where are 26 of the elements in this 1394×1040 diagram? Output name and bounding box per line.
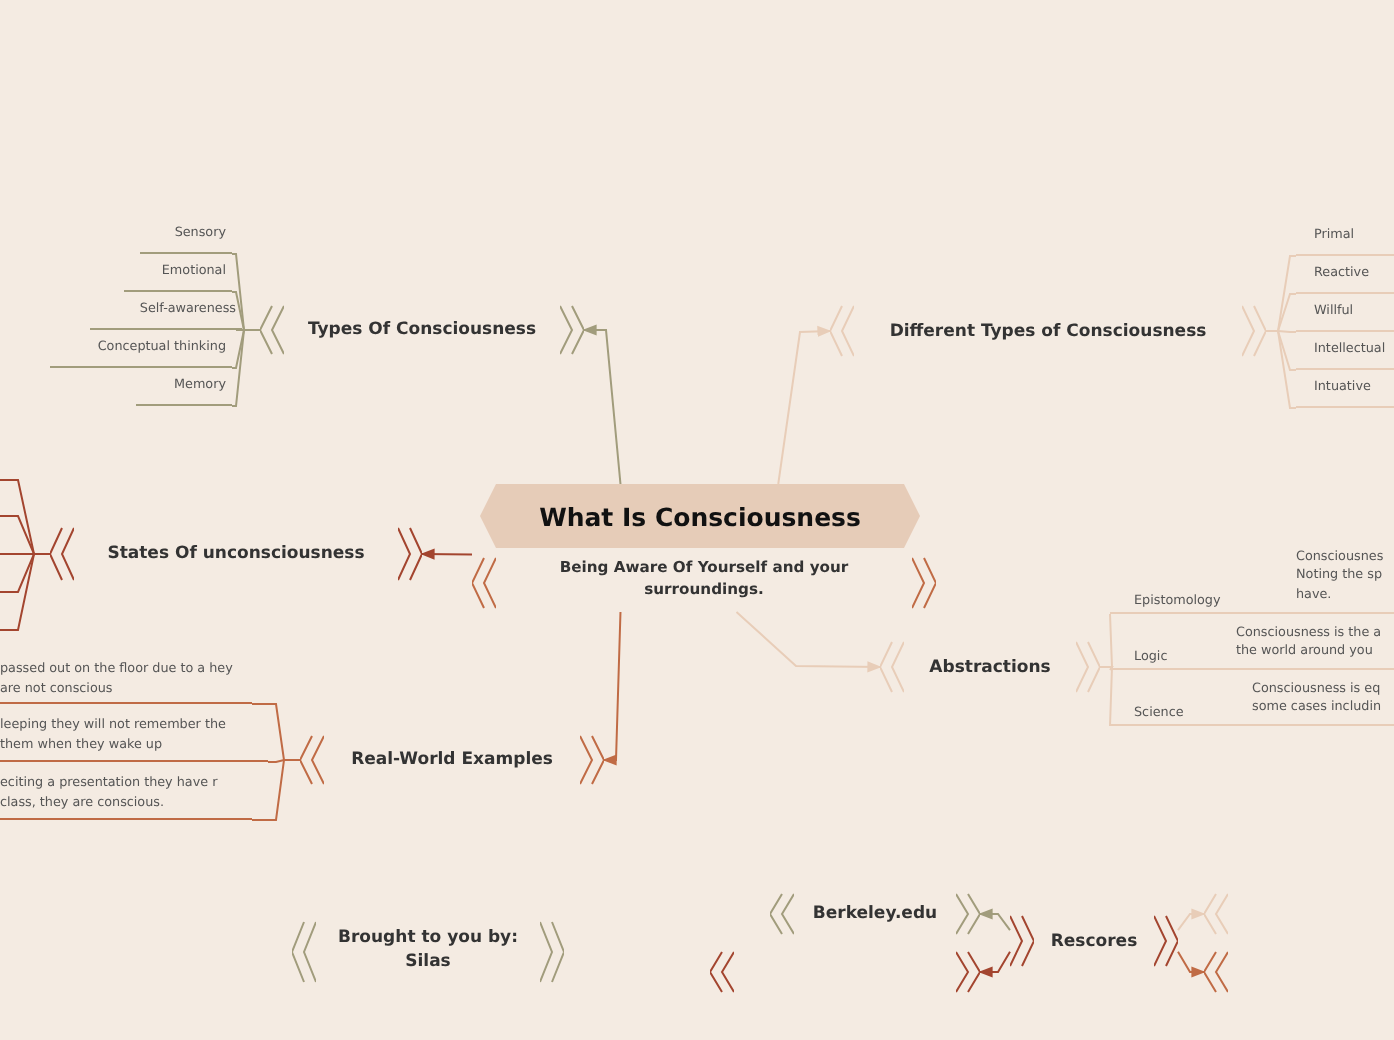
branch-line xyxy=(251,759,301,821)
topic-label: Different Types of Consciousness xyxy=(887,318,1209,344)
arrow xyxy=(1177,950,1206,978)
topic-label: Rescores xyxy=(1048,928,1140,954)
topic-label: Abstractions xyxy=(927,654,1053,680)
bracketed-topic xyxy=(710,950,980,994)
arrow xyxy=(735,611,882,673)
branch-leaf-underline xyxy=(1110,548,1394,614)
branch-leaf-underline xyxy=(1110,680,1394,726)
arrow xyxy=(420,548,473,560)
topic-label: Types Of Consciousness xyxy=(305,317,539,343)
topic-label: Real-World Examples xyxy=(349,747,555,773)
arrow xyxy=(777,325,832,485)
branch-leaf-underline xyxy=(1110,624,1394,670)
central-title: What Is Consciousness xyxy=(480,484,920,548)
topic-label: States Of unconsciousness xyxy=(105,541,367,567)
topic-label: Brought to you by: Silas xyxy=(336,926,520,976)
topic-label: Berkeley.edu xyxy=(810,901,940,927)
arrow xyxy=(978,950,1011,978)
branch-line xyxy=(1099,666,1114,727)
arrow xyxy=(582,324,622,485)
arrow xyxy=(1177,908,1206,932)
arrow xyxy=(978,908,1011,932)
branch-line xyxy=(231,329,261,407)
branch-line xyxy=(1265,330,1297,409)
arrow xyxy=(602,611,622,766)
